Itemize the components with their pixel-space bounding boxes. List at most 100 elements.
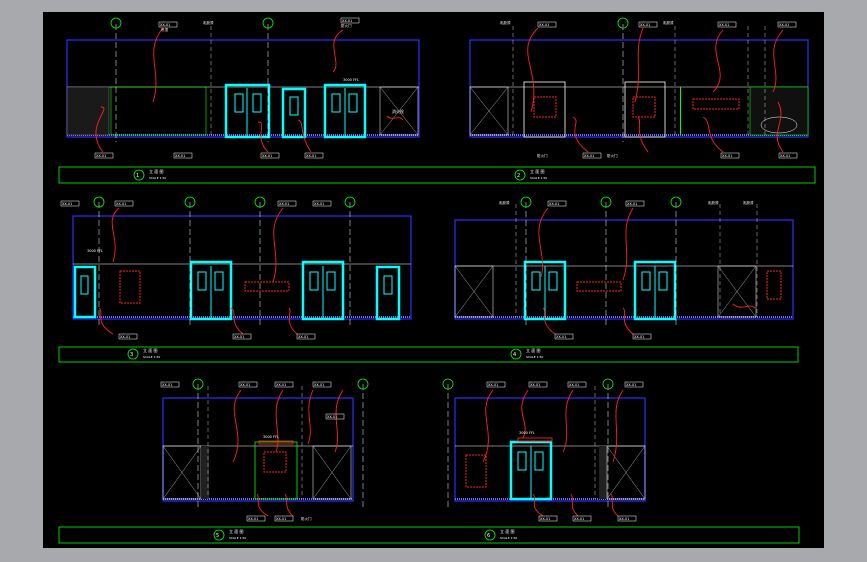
grid-axis-bubble xyxy=(254,196,266,208)
tag-box xyxy=(118,333,138,340)
tag-box xyxy=(114,200,134,207)
tag-label: XX-01 xyxy=(327,415,337,419)
tag-label: XX-01 xyxy=(488,383,498,387)
title-bar-frame xyxy=(58,166,816,184)
signage-marker xyxy=(576,281,622,292)
leader-line xyxy=(272,207,284,283)
signage-marker xyxy=(517,437,553,442)
cabinet-x-panel xyxy=(717,265,757,318)
leader-line xyxy=(622,307,634,335)
elevation-index: 6 xyxy=(487,533,490,539)
leader-line xyxy=(572,116,589,153)
leader-line xyxy=(334,389,344,453)
tag-label: XX-01 xyxy=(162,383,172,387)
finish-label: 乳胶漆 xyxy=(499,200,510,205)
elevation-index-bubble xyxy=(510,348,522,360)
door-glass xyxy=(331,93,341,113)
wall-outline xyxy=(454,219,794,320)
leader-line xyxy=(702,116,724,153)
elevation-panel-4: 乳胶漆 XX-01 XX-01 乳胶漆 乳胶漆 XX-01 XX-01 xyxy=(454,196,794,340)
title-bar-frame xyxy=(58,346,799,363)
x-brace xyxy=(454,265,494,318)
tag-box xyxy=(547,200,567,207)
tag-label: XX-01 xyxy=(780,154,790,158)
door-glass xyxy=(383,275,393,295)
tag-box xyxy=(486,381,506,388)
leader-line xyxy=(637,116,649,153)
tag-box xyxy=(567,381,587,388)
door-glass xyxy=(548,271,558,291)
tag-box xyxy=(260,152,280,159)
tag-box xyxy=(624,381,644,388)
door-note: 防火门 xyxy=(607,153,618,158)
elevation-title: 立 面 图 xyxy=(530,168,545,174)
tag-label: XX-01 xyxy=(626,383,636,387)
x-brace xyxy=(312,445,352,500)
glass-panel xyxy=(66,86,110,136)
tag-box xyxy=(60,200,80,207)
tag-box xyxy=(304,152,324,159)
glass-panel xyxy=(749,86,809,136)
fire-hydrant-label: 消火栓 xyxy=(392,108,404,114)
tag-box xyxy=(173,152,193,159)
tag-label: XX-01 xyxy=(722,154,732,158)
title-bar-row-1: 1 立 面 图 SCALE 1:50 2 立 面 图 SCALE 1:50 xyxy=(58,166,816,184)
title-bar-row-2: 3 立 面 图 SCALE 1:50 4 立 面 图 SCALE 1:50 xyxy=(58,346,799,363)
single-door xyxy=(375,265,401,321)
leader-line xyxy=(527,27,539,113)
signage-marker xyxy=(692,98,740,110)
grid-axis-bubble xyxy=(110,17,122,29)
single-door xyxy=(281,87,307,139)
tag-label: XX-01 xyxy=(719,23,729,27)
elevation-scale: SCALE 1:50 xyxy=(500,536,517,540)
leader-line xyxy=(634,27,644,103)
x-brace xyxy=(717,265,757,318)
leader-line xyxy=(521,389,529,439)
signage-marker xyxy=(258,440,294,445)
elevation-index: 1 xyxy=(136,173,139,179)
elevation-index: 5 xyxy=(216,533,219,539)
grid-axis-bubble xyxy=(602,378,614,390)
elevation-title: 立 面 图 xyxy=(149,168,164,174)
tag-label: XX-01 xyxy=(314,383,324,387)
leader-line xyxy=(612,389,624,463)
door-note: 防火门 xyxy=(301,516,312,521)
grid-axis-bubble xyxy=(344,196,356,208)
tag-box xyxy=(617,515,637,522)
tag-label: XX-01 xyxy=(276,517,286,521)
tag-label: XX-01 xyxy=(539,23,549,27)
elevation-index-bubble xyxy=(484,529,496,541)
tag-label: XX-01 xyxy=(276,383,286,387)
elevation-index-bubble xyxy=(127,348,139,360)
leader-line xyxy=(275,389,284,453)
signage-marker xyxy=(533,96,557,118)
tag-label: XX-01 xyxy=(116,202,126,206)
leader-line xyxy=(386,115,404,121)
cabinet-x-panel xyxy=(469,86,509,136)
tag-box xyxy=(274,515,294,522)
tag-label: XX-01 xyxy=(306,154,316,158)
leader-line xyxy=(257,121,269,153)
single-door xyxy=(73,265,97,319)
elevation-scale: SCALE 1:50 xyxy=(229,536,246,540)
grid-axis-bubble xyxy=(192,378,204,390)
leader-line xyxy=(232,389,242,463)
elevation-index: 3 xyxy=(130,352,133,358)
leader-line xyxy=(712,29,724,93)
signage-marker xyxy=(632,96,656,118)
door-glass xyxy=(658,271,668,291)
door-glass xyxy=(534,451,544,471)
elevation-scale: SCALE 1:50 xyxy=(530,176,547,180)
leader-line xyxy=(288,307,298,335)
leader-line xyxy=(538,207,549,278)
elevation-index-bubble xyxy=(133,169,145,181)
leader-line xyxy=(772,29,784,93)
drawing-sheet: 消火栓 XX-01 吊顶 乳胶漆 XX-01 防火门 3000 FFL XX-0… xyxy=(43,12,824,548)
door-frame xyxy=(624,81,666,138)
tag-box xyxy=(538,515,558,522)
tag-label: XX-01 xyxy=(62,202,72,206)
leader-line xyxy=(284,493,294,517)
door-glass xyxy=(252,93,262,113)
wall-outline xyxy=(72,215,412,320)
leader-line xyxy=(332,29,344,73)
